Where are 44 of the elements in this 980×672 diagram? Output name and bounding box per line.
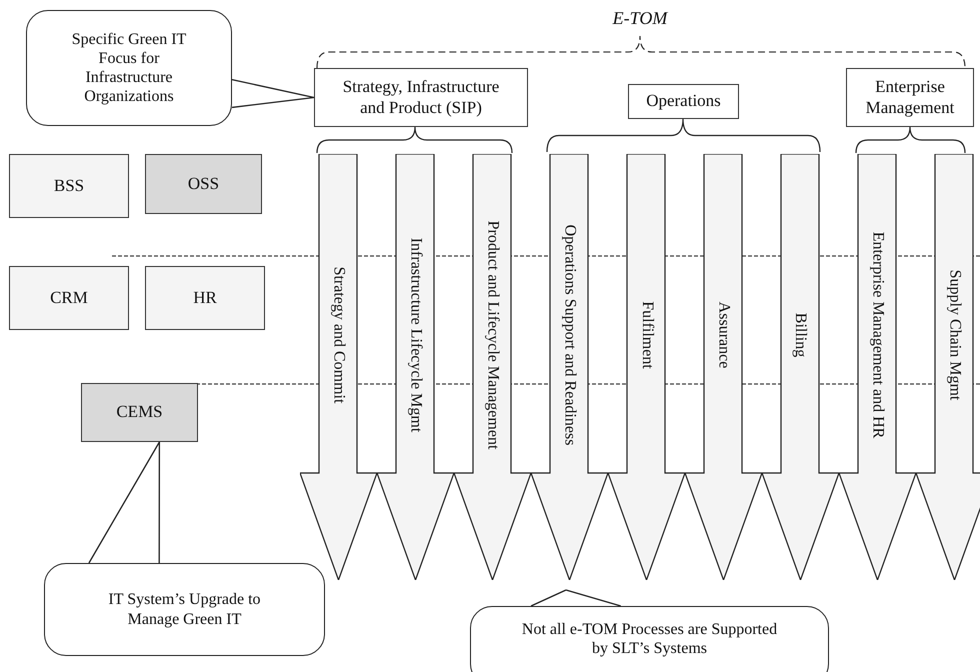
category-box bbox=[628, 84, 739, 119]
process-label: Strategy and Commit bbox=[330, 266, 348, 404]
process-label: Billing bbox=[792, 312, 810, 358]
system-box bbox=[145, 266, 265, 330]
process-column bbox=[377, 154, 454, 580]
process-column bbox=[839, 154, 916, 580]
process-column bbox=[531, 154, 608, 580]
category-label: Operations bbox=[646, 91, 721, 112]
process-label: Operations Support and Readiness bbox=[560, 224, 578, 446]
category-box bbox=[314, 68, 528, 127]
process-column bbox=[916, 154, 980, 580]
system-label: HR bbox=[193, 288, 217, 308]
process-column bbox=[762, 154, 839, 580]
process-column bbox=[454, 154, 531, 580]
category-label: Enterprise Management bbox=[864, 77, 956, 118]
system-box bbox=[9, 266, 129, 330]
category-box bbox=[846, 68, 974, 127]
process-label: Enterprise Management and HR bbox=[868, 232, 886, 438]
process-column bbox=[685, 154, 762, 580]
callout-pointer bbox=[530, 589, 622, 607]
process-label: Infrastructure Lifecycle Mgmt bbox=[406, 238, 424, 432]
callout-pointer bbox=[231, 78, 315, 108]
speech-bubble bbox=[470, 606, 829, 672]
process-column bbox=[300, 154, 377, 580]
system-box bbox=[81, 383, 198, 442]
system-label: CEMS bbox=[116, 402, 163, 423]
system-label: CRM bbox=[50, 288, 88, 308]
callout-text: Not all e-TOM Processes are Supported by SLT’s Systems bbox=[521, 620, 778, 658]
system-label: OSS bbox=[188, 174, 220, 194]
speech-bubble bbox=[26, 10, 232, 126]
process-label: Fulfilment bbox=[638, 301, 656, 369]
system-box bbox=[145, 154, 262, 214]
category-label: Strategy, Infrastructure and Product (SIP) bbox=[342, 77, 500, 118]
bracket-label: E-TOM bbox=[612, 8, 670, 29]
system-box bbox=[9, 154, 129, 218]
process-label: Supply Chain Mgmt bbox=[946, 270, 964, 400]
system-label: BSS bbox=[54, 176, 84, 196]
process-label: Product and Lifecycle Management bbox=[484, 220, 502, 450]
process-column bbox=[608, 154, 685, 580]
callout-pointer bbox=[88, 441, 160, 564]
speech-bubble bbox=[44, 563, 325, 656]
callout-text: IT System’s Upgrade to Manage Green IT bbox=[107, 590, 262, 629]
callout-text: Specific Green IT Focus for Infrastructure Organizations bbox=[70, 30, 188, 106]
process-label: Assurance bbox=[714, 302, 732, 368]
